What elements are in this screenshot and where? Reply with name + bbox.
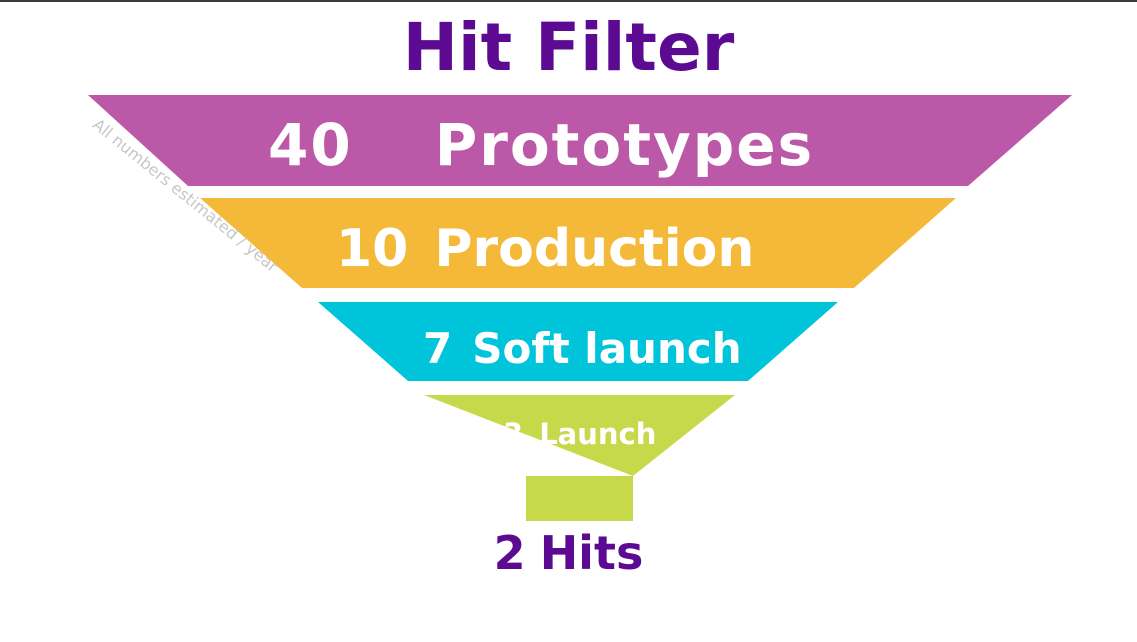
top-border [0,0,1137,2]
stage-name: Prototypes [434,111,815,179]
stage-name: Launch [539,417,657,451]
stage-count: 3 [503,417,524,451]
stage-count: 7 [423,324,453,373]
stage-band-soft-launch [318,302,838,381]
stage-band-launch [424,395,735,521]
stage-band-prototypes [88,95,1072,186]
stage-band-production [200,198,956,288]
result-label: Hits [539,526,644,580]
stage-launch: 3 Launch [503,415,656,453]
stage-production: 10 Production [336,216,754,282]
stage-prototypes: 40 Prototypes [268,110,814,180]
stage-count: 40 [268,111,353,179]
result-count: 2 [493,526,526,580]
stage-count: 10 [336,219,409,279]
stage-name: Soft launch [472,324,742,373]
stage-soft-launch: 7 Soft launch [423,322,742,376]
stage-name: Production [434,219,755,279]
diagram-title: Hit Filter [402,9,735,86]
